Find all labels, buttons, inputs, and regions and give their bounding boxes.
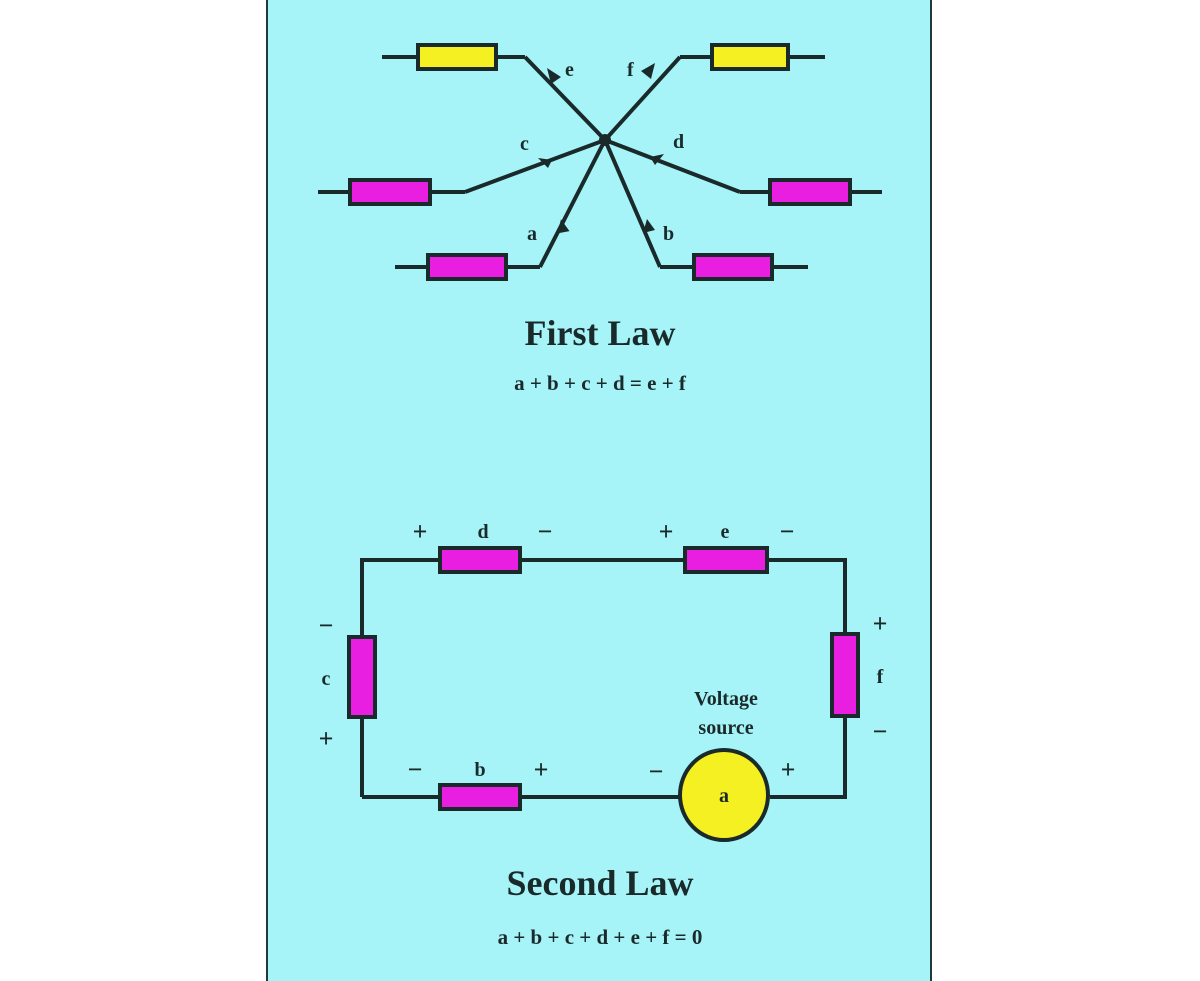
voltage-source-caption-1: Voltage — [694, 688, 758, 710]
second-law-title: Second Law — [506, 863, 693, 903]
first-law-title: First Law — [525, 313, 676, 353]
label-d-loop: d — [477, 521, 488, 543]
second-law-resistors — [347, 546, 860, 811]
sign-f-top: + — [873, 609, 888, 638]
resistor-e — [416, 43, 498, 71]
diagram-panel — [266, 0, 932, 981]
first-law-resistors — [348, 43, 852, 281]
voltage-source-label: a — [719, 785, 729, 807]
label-b: b — [663, 223, 674, 245]
voltage-source — [678, 748, 770, 842]
resistor-c-loop — [347, 635, 377, 719]
arrow-c — [538, 158, 552, 168]
resistor-b-loop — [438, 783, 522, 811]
label-e: e — [565, 59, 574, 81]
sign-source-right: + — [781, 755, 796, 784]
label-c: c — [520, 133, 529, 155]
sign-d-left: + — [413, 517, 428, 546]
second-law-equation: a + b + c + d + e + f = 0 — [498, 925, 703, 949]
sign-c-bottom: + — [319, 724, 334, 753]
resistor-f-loop — [830, 632, 860, 718]
resistor-d-loop — [438, 546, 522, 574]
label-d: d — [673, 131, 684, 153]
label-c-loop: c — [322, 668, 331, 690]
sign-source-left: − — [649, 757, 664, 786]
arrow-a — [557, 219, 570, 234]
arrow-e — [547, 68, 561, 84]
first-law-equation: a + b + c + d = e + f — [514, 371, 687, 395]
label-b-loop: b — [474, 759, 485, 781]
sign-e-left: + — [659, 517, 674, 546]
branch-f — [603, 55, 825, 142]
branch-e — [382, 55, 607, 142]
arrow-f — [641, 63, 655, 79]
branch-b — [603, 139, 808, 269]
branch-d — [604, 138, 882, 194]
branch-c — [318, 138, 606, 194]
sign-c-top: − — [319, 611, 334, 640]
resistor-a — [426, 253, 508, 281]
sign-f-bottom: − — [873, 717, 888, 746]
sign-e-right: − — [780, 517, 795, 546]
label-f: f — [627, 59, 634, 81]
sign-b-right: + — [534, 755, 549, 784]
sign-b-left: − — [408, 755, 423, 784]
resistor-d — [768, 178, 852, 206]
resistor-b — [692, 253, 774, 281]
loop-wire — [360, 558, 847, 799]
resistor-e-loop — [683, 546, 769, 574]
first-law-diagram — [318, 55, 882, 269]
voltage-source-caption-2: source — [698, 717, 753, 739]
sign-d-right: − — [538, 517, 553, 546]
junction-node — [599, 134, 611, 146]
label-a: a — [527, 223, 537, 245]
branch-a — [395, 139, 607, 269]
arrow-b — [643, 219, 655, 233]
label-e-loop: e — [721, 521, 730, 543]
arrow-d — [650, 154, 664, 165]
second-law-circuit — [360, 558, 847, 799]
resistor-f — [710, 43, 790, 71]
label-f-loop: f — [877, 666, 884, 688]
resistor-c — [348, 178, 432, 206]
current-arrows — [538, 63, 664, 234]
